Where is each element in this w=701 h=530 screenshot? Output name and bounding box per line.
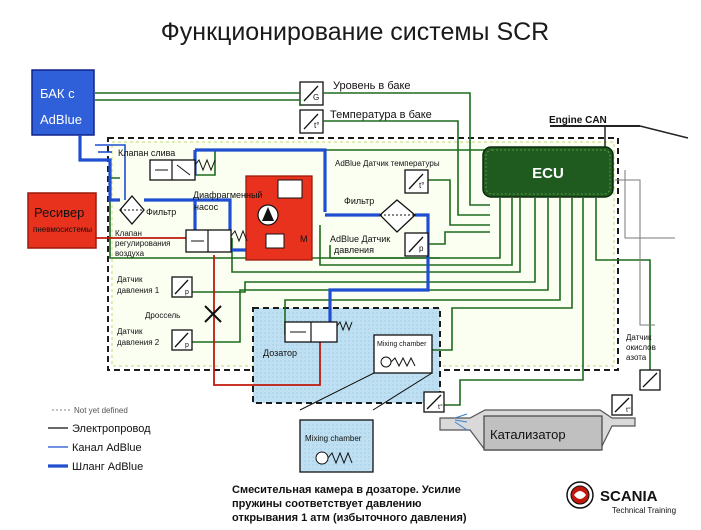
legend-channel: Канал AdBlue <box>72 442 142 454</box>
temp-sensor-diagonal <box>303 113 319 130</box>
drain-valve-label: Клапан слива <box>118 148 175 158</box>
air-valve-label-1: Клапан <box>115 229 142 238</box>
aux-lines <box>615 170 675 326</box>
zoom-leader-1 <box>299 372 375 411</box>
right-filter <box>379 199 416 233</box>
mixing-chamber-zoom-label: Mixing chamber <box>305 434 362 443</box>
zoom-leader-2 <box>372 372 433 411</box>
pressure-1-label-b: давления 1 <box>117 286 160 295</box>
throttle-symbol <box>204 305 222 323</box>
doser-label: Дозатор <box>263 348 297 358</box>
tank-temp-label: Температура в баке <box>330 109 432 121</box>
pump-label-line2: насос <box>194 202 219 212</box>
air-valve-label-3: воздуха <box>115 249 145 258</box>
svg-text:t°: t° <box>438 403 443 411</box>
receiver-label-line1: Ресивер <box>34 205 84 220</box>
caption-line3: открывания 1 атм (избыточного давления) <box>232 512 467 524</box>
catalyst-label: Катализатор <box>490 427 566 442</box>
svg-text:t°: t° <box>314 121 319 130</box>
adblue-pressure-label-1: AdBlue Датчик <box>330 234 390 244</box>
can-tail-line <box>639 125 689 139</box>
adblue-pressure-label-2: давления <box>334 245 374 255</box>
nox-label-b: окислов <box>626 343 656 352</box>
air-line <box>96 237 321 386</box>
pressure-2-label-a: Датчик <box>117 327 143 336</box>
svg-text:t°: t° <box>419 181 424 190</box>
left-filter-label: Фильтр <box>146 207 176 217</box>
level-sensor-diagonal <box>303 85 319 102</box>
drain-valve-spring <box>194 158 216 172</box>
adblue-tank <box>31 69 95 136</box>
pump-motor-mark: M <box>300 234 308 244</box>
svg-text:G: G <box>313 93 319 102</box>
receiver-label-line2: пневмосистемы <box>33 225 92 234</box>
pressure-1-label-a: Датчик <box>117 275 143 284</box>
air-receiver <box>27 192 97 249</box>
adblue-temp-label: AdBlue Датчик температуры <box>335 159 440 168</box>
legend-hose: Шланг AdBlue <box>72 461 143 473</box>
injection-spray <box>454 413 468 431</box>
nox-label-c: азота <box>626 353 647 362</box>
engine-can-label: Engine CAN <box>549 115 607 126</box>
throttle-label: Дроссель <box>145 311 180 320</box>
legend-not-defined: Not yet defined <box>74 406 128 415</box>
page-title: Функционирование системы SCR <box>161 18 549 46</box>
svg-text:t°: t° <box>626 406 631 414</box>
pressure-2-label-b: давления 2 <box>117 338 160 347</box>
tank-level-label: Уровень в баке <box>333 80 411 92</box>
air-valve-label-2: регулирования <box>115 239 171 248</box>
legend-wire: Электропровод <box>72 423 151 435</box>
nox-label-a: Датчик <box>626 333 652 342</box>
mixing-chamber-label: Mixing chamber <box>377 341 427 348</box>
tank-label-line2: AdBlue <box>40 112 82 127</box>
catalyst <box>483 415 603 451</box>
svg-text:p: p <box>185 342 189 349</box>
svg-text:p: p <box>419 244 424 253</box>
brand-name: SCANIA <box>600 488 658 505</box>
pump-label-line1: Диафрагменный <box>193 190 262 200</box>
scania-logo <box>566 481 594 509</box>
right-filter-label: Фильтр <box>344 196 374 206</box>
ecu-label: ECU <box>532 165 564 182</box>
caption-line2: пружины соответствует давлению <box>232 498 422 510</box>
electric-wiring <box>95 92 651 406</box>
tank-label-line1: БАК с <box>40 86 75 101</box>
caption-line1: Смесительная камера в дозаторе. Усилие <box>232 484 461 496</box>
brand-sub: Technical Training <box>612 506 676 515</box>
adblue-channel <box>95 144 126 200</box>
ecu <box>482 146 614 198</box>
svg-text:p: p <box>185 289 189 296</box>
pump-module-frame <box>107 137 619 371</box>
